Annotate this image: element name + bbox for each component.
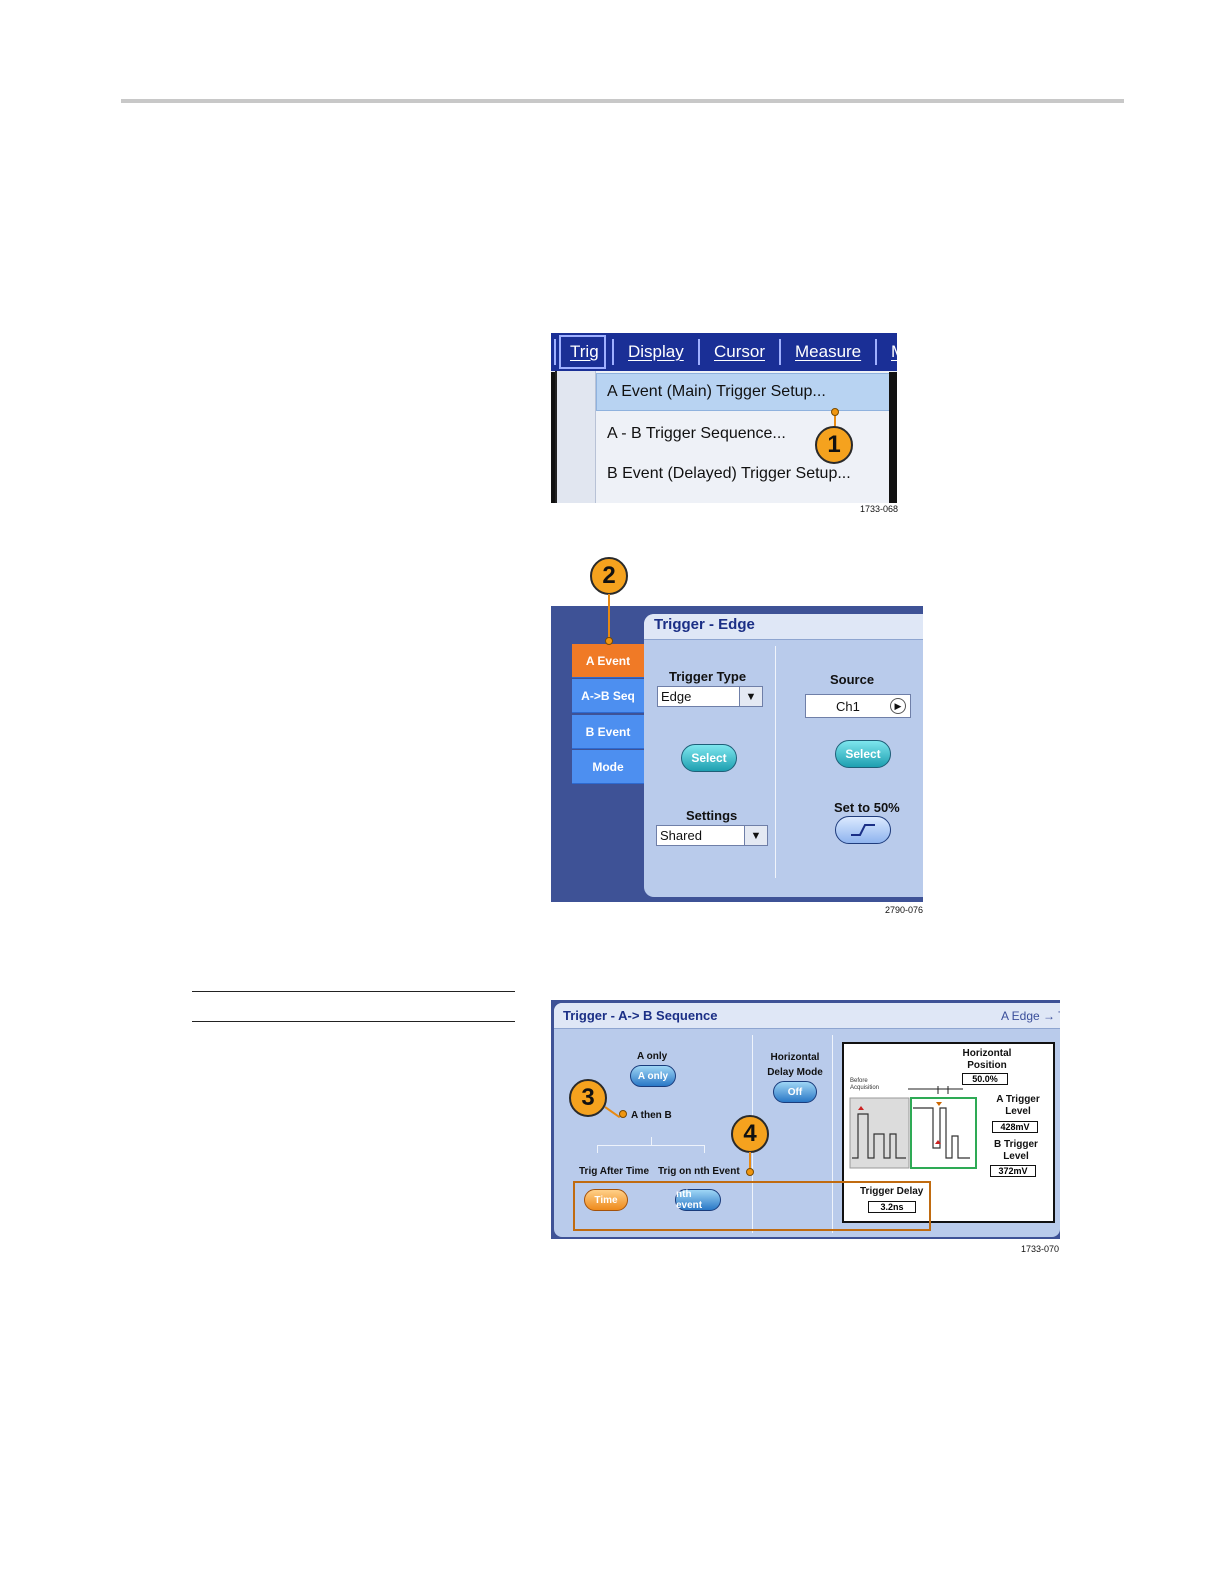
horizontal-position-label: Horizontal Position bbox=[962, 1048, 1012, 1071]
set-50-label: Set to 50% bbox=[834, 800, 900, 815]
trigger-type-label: Trigger Type bbox=[669, 669, 747, 684]
tab-a-event[interactable]: A Event bbox=[572, 644, 644, 678]
before-acquisition-label: Before Acquisition bbox=[850, 1078, 880, 1091]
header-rule bbox=[121, 99, 1124, 103]
horizontal-position-value: 50.0% bbox=[962, 1073, 1008, 1085]
dropdown-arrow-icon: ▼ bbox=[739, 687, 762, 706]
tab-b-event[interactable]: B Event bbox=[572, 715, 644, 749]
trig-menu-screenshot: Trig Display Cursor Measure M A Event (M… bbox=[551, 333, 897, 503]
menu-item-a-event-setup[interactable]: A Event (Main) Trigger Setup... bbox=[607, 383, 826, 400]
trigger-delay-highlight bbox=[573, 1181, 931, 1231]
panel-title: Trigger - Edge bbox=[654, 616, 755, 633]
tab-ab-seq[interactable]: A->B Seq bbox=[572, 679, 644, 713]
callout-2: 2 bbox=[590, 557, 628, 595]
source-select-button[interactable]: Select bbox=[835, 740, 891, 768]
menu-bar: Trig Display Cursor Measure M bbox=[551, 333, 897, 371]
callout-4: 4 bbox=[731, 1115, 769, 1153]
trig-menu-highlight bbox=[559, 335, 606, 369]
callout-anchor bbox=[746, 1168, 754, 1176]
a-then-b-label[interactable]: A then B bbox=[631, 1110, 672, 1121]
trigger-delay-value: 3.2ns bbox=[868, 1201, 916, 1213]
figure-code: 2790-076 bbox=[885, 905, 924, 915]
callout-1: 1 bbox=[815, 426, 853, 464]
menu-cursor[interactable]: Cursor bbox=[714, 342, 766, 361]
settings-select[interactable]: Shared ▼ bbox=[656, 825, 768, 846]
table-rule-bottom bbox=[192, 1021, 515, 1022]
time-button[interactable]: Time bbox=[584, 1189, 628, 1211]
ab-sequence-screenshot: Trigger - A-> B Sequence A Edge → T A on… bbox=[551, 1000, 1060, 1239]
horizontal-delay-mode-label: Horizontal Delay Mode bbox=[767, 1052, 823, 1078]
set-50-button[interactable] bbox=[835, 816, 891, 844]
source-select[interactable]: Ch1 ▶ bbox=[805, 694, 911, 718]
callout-anchor bbox=[605, 637, 613, 645]
panel-subtitle: A Edge → T bbox=[1001, 1009, 1060, 1023]
source-label: Source bbox=[830, 672, 875, 687]
menu-more[interactable]: M bbox=[891, 342, 897, 362]
b-trigger-level-value: 372mV bbox=[990, 1165, 1036, 1177]
menu-display[interactable]: Display bbox=[628, 342, 684, 361]
menu-item-highlight bbox=[596, 373, 891, 411]
menu-trig[interactable]: Trig bbox=[570, 342, 599, 361]
callout-anchor bbox=[619, 1110, 627, 1118]
trigger-type-select-button[interactable]: Select bbox=[681, 744, 737, 772]
play-arrow-icon: ▶ bbox=[890, 698, 906, 714]
waveform-illustration bbox=[849, 1086, 977, 1169]
callout-anchor bbox=[831, 408, 839, 416]
trig-after-time-label: Trig After Time bbox=[579, 1166, 650, 1177]
panel-title: Trigger - A-> B Sequence bbox=[563, 1008, 718, 1023]
menu-item-b-event-setup[interactable]: B Event (Delayed) Trigger Setup... bbox=[607, 465, 851, 482]
trigger-diagram: Horizontal Position 50.0% Before Acquisi… bbox=[842, 1042, 1055, 1223]
trig-on-nth-event-label: Trig on nth Event bbox=[658, 1166, 740, 1177]
nth-event-button[interactable]: nth event bbox=[675, 1189, 721, 1211]
a-trigger-level-value: 428mV bbox=[992, 1121, 1038, 1133]
table-rule-top bbox=[192, 991, 515, 992]
dropdown-arrow-icon: ▼ bbox=[744, 826, 767, 845]
b-trigger-level-label: B Trigger Level bbox=[994, 1139, 1038, 1162]
tab-mode[interactable]: Mode bbox=[572, 750, 644, 784]
trigger-type-select[interactable]: Edge ▼ bbox=[657, 686, 763, 707]
figure-code: 1733-068 bbox=[860, 504, 899, 514]
callout-3: 3 bbox=[569, 1079, 607, 1117]
a-trigger-level-label: A Trigger Level bbox=[996, 1094, 1040, 1117]
menu-measure[interactable]: Measure bbox=[795, 342, 862, 361]
delay-mode-off-button[interactable]: Off bbox=[773, 1081, 817, 1103]
trigger-delay-label: Trigger Delay bbox=[860, 1186, 924, 1197]
a-only-label: A only bbox=[637, 1051, 668, 1062]
rising-edge-icon bbox=[851, 824, 875, 836]
a-only-button[interactable]: A only bbox=[630, 1065, 676, 1087]
settings-label: Settings bbox=[686, 808, 738, 823]
figure-code: 1733-070 bbox=[1021, 1244, 1060, 1254]
trig-dropdown: A Event (Main) Trigger Setup... A - B Tr… bbox=[555, 371, 893, 503]
trigger-edge-screenshot: Trigger - Edge A Event A->B Seq B Event … bbox=[551, 606, 923, 902]
menu-item-ab-sequence[interactable]: A - B Trigger Sequence... bbox=[607, 425, 786, 442]
